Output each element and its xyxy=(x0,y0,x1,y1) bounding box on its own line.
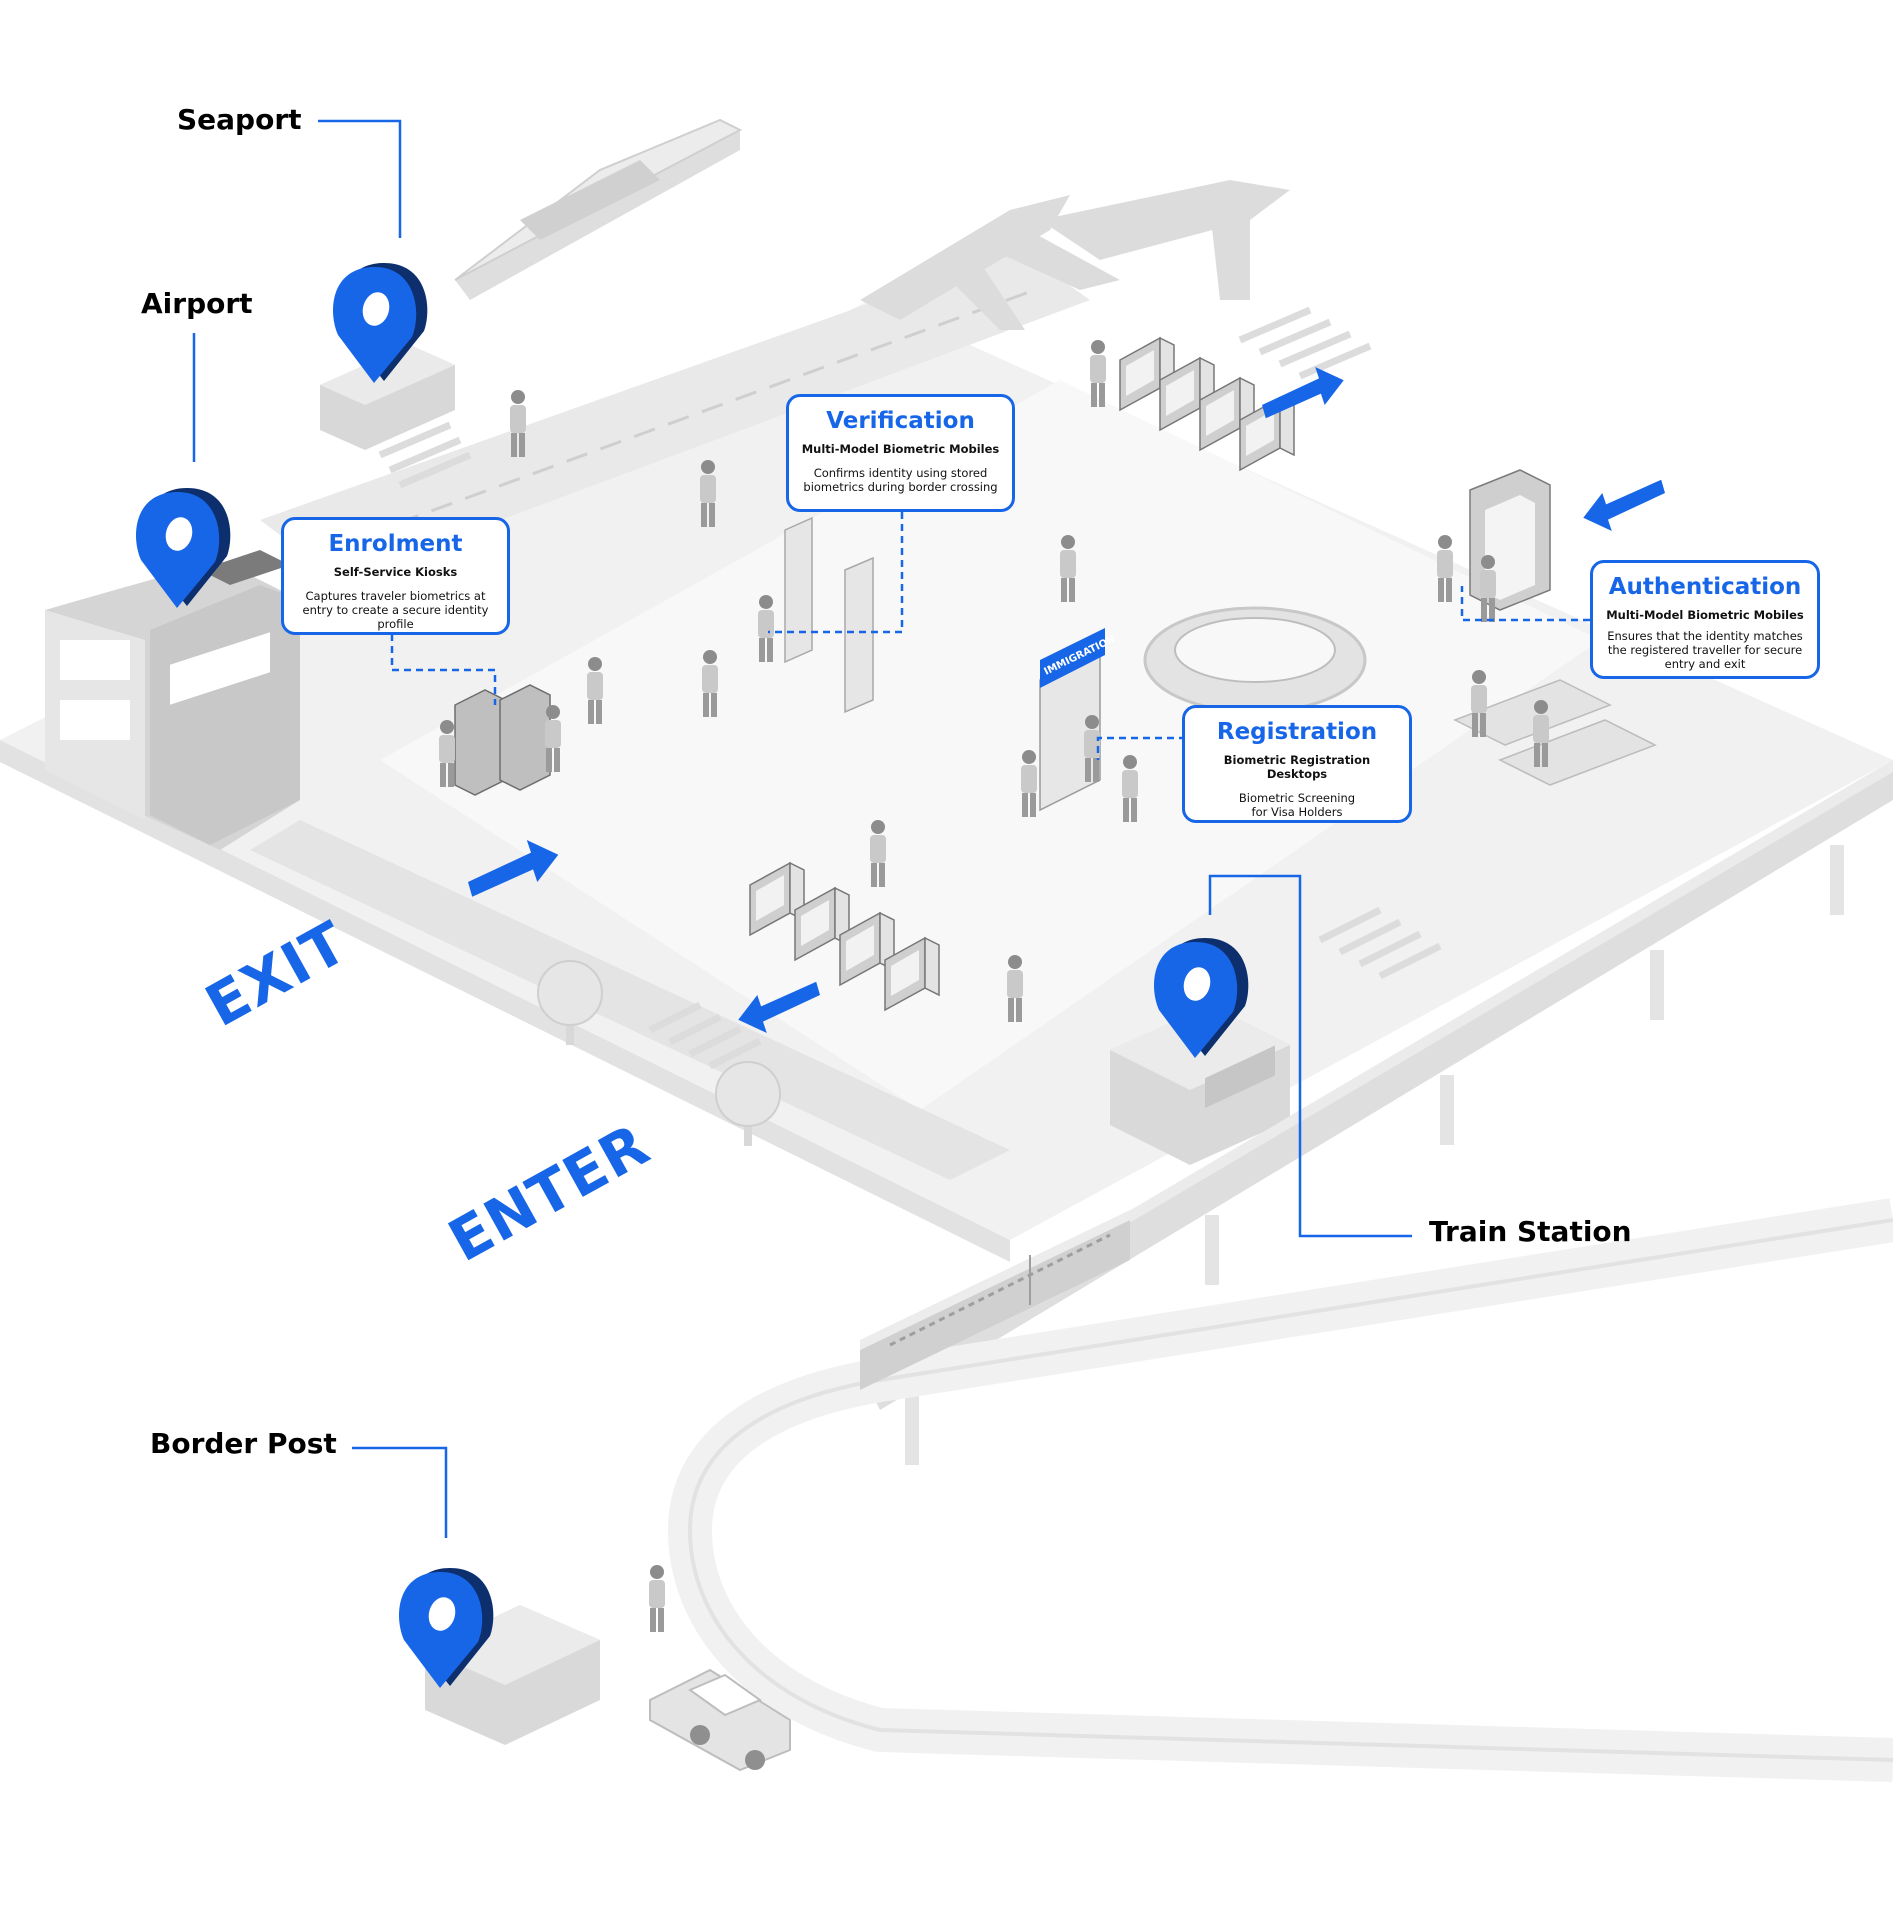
airplane xyxy=(860,180,1290,330)
verification-title: Verification xyxy=(826,408,975,434)
registration-title: Registration xyxy=(1216,719,1378,745)
self-service-kiosks xyxy=(454,684,551,796)
verification-description: Confirms identity using stored biometric… xyxy=(803,466,998,495)
verification-subtitle: Multi-Model Biometric Mobiles xyxy=(801,442,1000,457)
waiting-area xyxy=(1453,679,1657,786)
enrolment-title: Enrolment xyxy=(328,531,463,557)
registration-subtitle: Biometric Registration Desktops xyxy=(1223,753,1371,782)
verification-pillars xyxy=(784,516,874,714)
connector-lines xyxy=(390,512,1590,760)
verification-card: Verification Multi-Model Biometric Mobil… xyxy=(786,394,1015,512)
ship xyxy=(454,118,743,300)
border-post-label: Border Post xyxy=(150,1427,337,1460)
seaport-label: Seaport xyxy=(177,103,302,136)
enrolment-subtitle: Self-Service Kiosks xyxy=(333,565,458,580)
authentication-subtitle: Multi-Model Biometric Mobiles xyxy=(1606,608,1804,623)
roadway-loop xyxy=(667,1198,1893,1782)
enrolment-card: Enrolment Self-Service Kiosks Captures t… xyxy=(281,517,510,635)
enrolment-description: Captures traveler biometrics at entry to… xyxy=(302,589,489,632)
authentication-description: Ensures that the identity matches the re… xyxy=(1607,629,1803,672)
registration-description: Biometric Screening for Visa Holders xyxy=(1238,790,1356,819)
registration-card: Registration Biometric Registration Desk… xyxy=(1182,705,1412,823)
crosswalks xyxy=(368,306,1442,1070)
car xyxy=(649,1668,791,1772)
authentication-card: Authentication Multi-Model Biometric Mob… xyxy=(1590,560,1820,679)
airport-label: Airport xyxy=(141,287,253,320)
train-station-label: Train Station xyxy=(1429,1215,1632,1248)
train xyxy=(860,1210,1130,1390)
airport-building xyxy=(45,550,300,850)
baggage-carousel xyxy=(1143,606,1367,714)
runway xyxy=(260,250,1090,580)
authentication-title: Authentication xyxy=(1608,574,1802,600)
leader-lines xyxy=(192,119,1412,1538)
